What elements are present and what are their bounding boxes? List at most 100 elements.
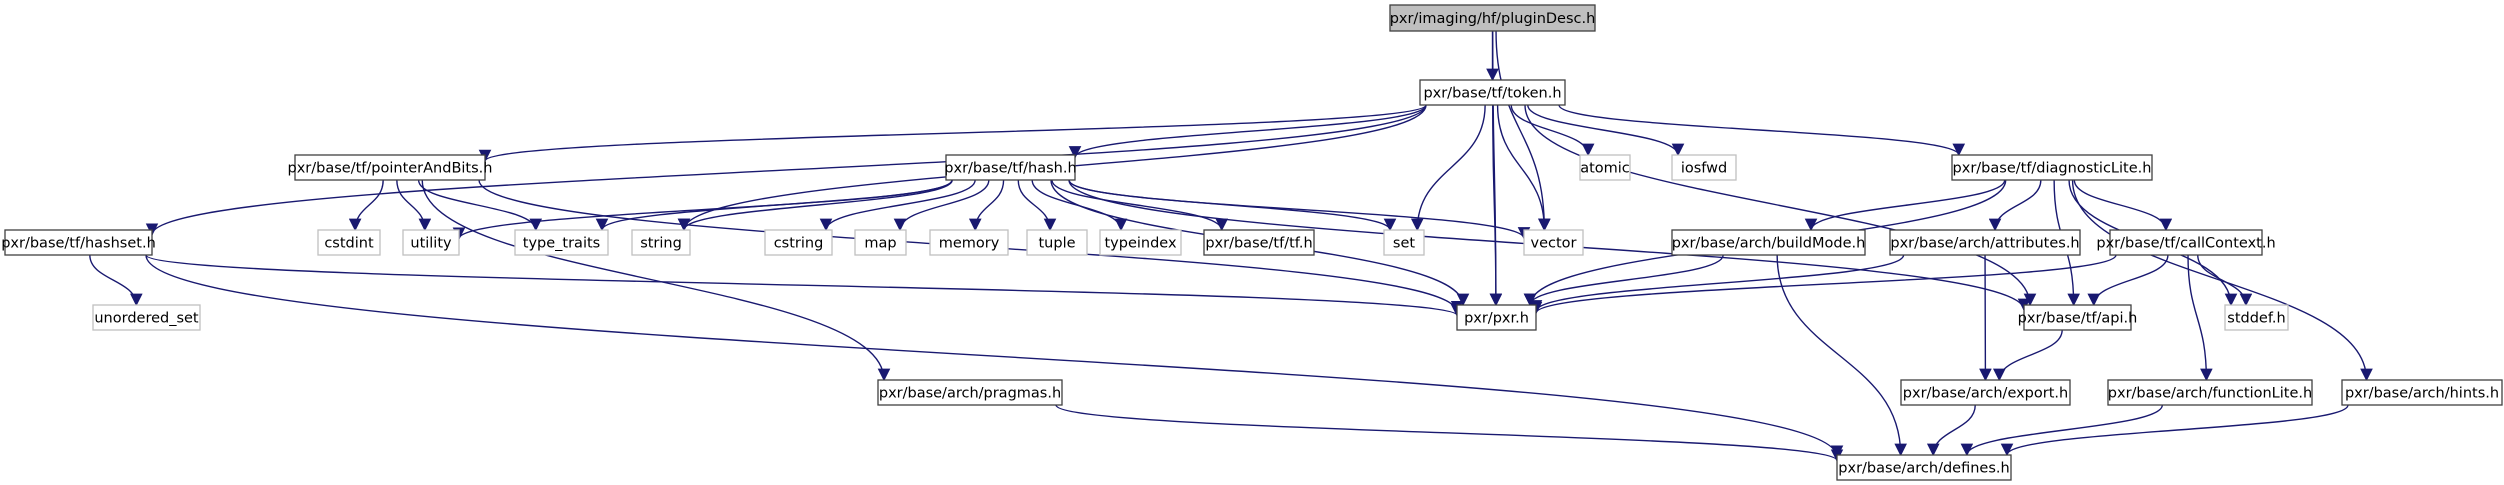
edge-pab-to-cstdint	[348, 179, 384, 232]
node-label: pxr/base/arch/export.h	[1903, 386, 2068, 402]
edge-hash-to-tuple	[1017, 179, 1057, 232]
node-box	[514, 229, 609, 256]
node-box	[2023, 304, 2132, 331]
node-label: tuple	[1038, 236, 1075, 252]
node-box	[2224, 304, 2289, 331]
node-box	[877, 379, 1063, 406]
node-box	[1671, 229, 1866, 256]
node-box	[92, 304, 201, 331]
node-label: atomic	[1580, 161, 1630, 177]
node-label: cstdint	[324, 236, 374, 252]
edge-api-to-export	[1993, 329, 2063, 382]
node-pxr[interactable]: pxr/pxr.h	[1456, 304, 1537, 331]
edge-hash-to-string	[677, 179, 953, 232]
edge-callContext-to-api	[2087, 254, 2169, 307]
edge-buildMode-to-defines	[1776, 254, 1907, 457]
node-box	[1523, 229, 1584, 256]
node-diag[interactable]: pxr/base/tf/diagnosticLite.h	[1951, 154, 2153, 181]
edge-token-to-set	[1410, 104, 1486, 232]
node-label: pxr/base/tf/callContext.h	[2096, 236, 2275, 252]
edge-buildMode-to-pxr	[1523, 254, 1724, 307]
node-label: pxr/base/tf/hashset.h	[1, 236, 156, 252]
node-label: stddef.h	[2227, 311, 2285, 327]
edge-diag-to-buildMode	[1804, 179, 2006, 232]
node-pragmas[interactable]: pxr/base/arch/pragmas.h	[877, 379, 1063, 406]
nodes-layer: pxr/imaging/hf/pluginDesc.h pxr/base/tf/t…	[1, 4, 2503, 481]
node-box	[294, 154, 486, 181]
edge-diag-to-attributes	[1988, 179, 2042, 232]
node-box	[1383, 229, 1425, 256]
edge-token-to-pxr	[1489, 104, 1503, 307]
node-token[interactable]: pxr/base/tf/token.h	[1419, 79, 1566, 106]
node-tfh[interactable]: pxr/base/tf/tf.h	[1203, 229, 1315, 256]
edge-root-to-vector	[1495, 30, 1551, 232]
node-label: pxr/base/tf/tf.h	[1205, 236, 1312, 252]
node-atomic: atomic	[1579, 154, 1631, 181]
node-label: iosfwd	[1681, 161, 1727, 177]
node-label: typeindex	[1104, 236, 1176, 252]
node-string: string	[631, 229, 691, 256]
node-pab[interactable]: pxr/base/tf/pointerAndBits.h	[288, 154, 493, 181]
node-hash[interactable]: pxr/base/tf/hash.h	[944, 154, 1077, 181]
edge-hash-to-type_traits	[595, 179, 953, 232]
edge-hash-to-map	[893, 179, 990, 232]
node-buildMode[interactable]: pxr/base/arch/buildMode.h	[1671, 229, 1866, 256]
node-utility: utility	[402, 229, 460, 256]
node-box	[1389, 4, 1596, 32]
node-label: pxr/base/arch/hints.h	[2345, 386, 2499, 402]
edge-diag-to-hints	[2071, 179, 2373, 382]
node-unordered_set: unordered_set	[92, 304, 201, 331]
node-label: type_traits	[523, 236, 600, 252]
edge-attributes-to-pxr	[1529, 254, 1905, 313]
node-root[interactable]: pxr/imaging/hf/pluginDesc.h	[1389, 4, 1596, 32]
node-cstdint: cstdint	[317, 229, 381, 256]
node-label: map	[864, 236, 896, 252]
edge-hash-to-tfh	[1051, 179, 1228, 232]
node-box	[1456, 304, 1537, 331]
node-box	[945, 154, 1076, 181]
node-iosfwd: iosfwd	[1671, 154, 1737, 181]
node-label: utility	[410, 236, 452, 252]
node-memory: memory	[929, 229, 1009, 256]
node-label: pxr/base/arch/buildMode.h	[1672, 236, 1866, 252]
node-box	[1579, 154, 1631, 181]
edge-callContext-to-pxr	[1529, 254, 2117, 315]
node-export[interactable]: pxr/base/arch/export.h	[1900, 379, 2071, 406]
node-type_traits: type_traits	[514, 229, 609, 256]
node-set: set	[1383, 229, 1425, 256]
node-box	[2107, 379, 2313, 406]
node-label: pxr/base/arch/attributes.h	[1890, 236, 2079, 252]
edge-callContext-to-functionLite	[2187, 254, 2213, 382]
node-box	[1419, 79, 1566, 106]
node-label: pxr/base/arch/pragmas.h	[879, 386, 1061, 402]
edge-diag-to-callContext	[2073, 179, 2173, 232]
node-attributes[interactable]: pxr/base/arch/attributes.h	[1889, 229, 2081, 256]
node-vector: vector	[1523, 229, 1584, 256]
edge-token-to-api	[1524, 104, 2037, 307]
node-api[interactable]: pxr/base/tf/api.h	[2018, 304, 2138, 331]
node-label: pxr/base/tf/pointerAndBits.h	[288, 161, 493, 177]
node-box	[402, 229, 460, 256]
node-box	[1951, 154, 2153, 181]
edge-token-to-atomic	[1510, 104, 1595, 157]
node-hints[interactable]: pxr/base/arch/hints.h	[2341, 379, 2503, 406]
edge-pragmas-to-defines	[1055, 404, 1843, 462]
edge-hints-to-defines	[2000, 404, 2349, 457]
node-stddef: stddef.h	[2224, 304, 2289, 331]
node-callContext[interactable]: pxr/base/tf/callContext.h	[2096, 229, 2276, 256]
node-functionLite[interactable]: pxr/base/arch/functionLite.h	[2107, 379, 2313, 406]
node-label: pxr/base/tf/token.h	[1423, 86, 1561, 102]
node-box	[4, 229, 153, 256]
node-label: memory	[939, 236, 1000, 252]
node-label: string	[640, 236, 682, 252]
edge-hash-to-vector	[1068, 179, 1531, 240]
node-map: map	[854, 229, 907, 256]
node-box	[1671, 154, 1737, 181]
node-box	[854, 229, 907, 256]
edge-token-to-diag	[1558, 104, 1965, 157]
node-label: pxr/base/tf/diagnosticLite.h	[1953, 161, 2152, 177]
node-hashset[interactable]: pxr/base/tf/hashset.h	[1, 229, 156, 256]
edge-token-to-hash	[1068, 104, 1427, 159]
node-defines[interactable]: pxr/base/arch/defines.h	[1836, 454, 2012, 481]
